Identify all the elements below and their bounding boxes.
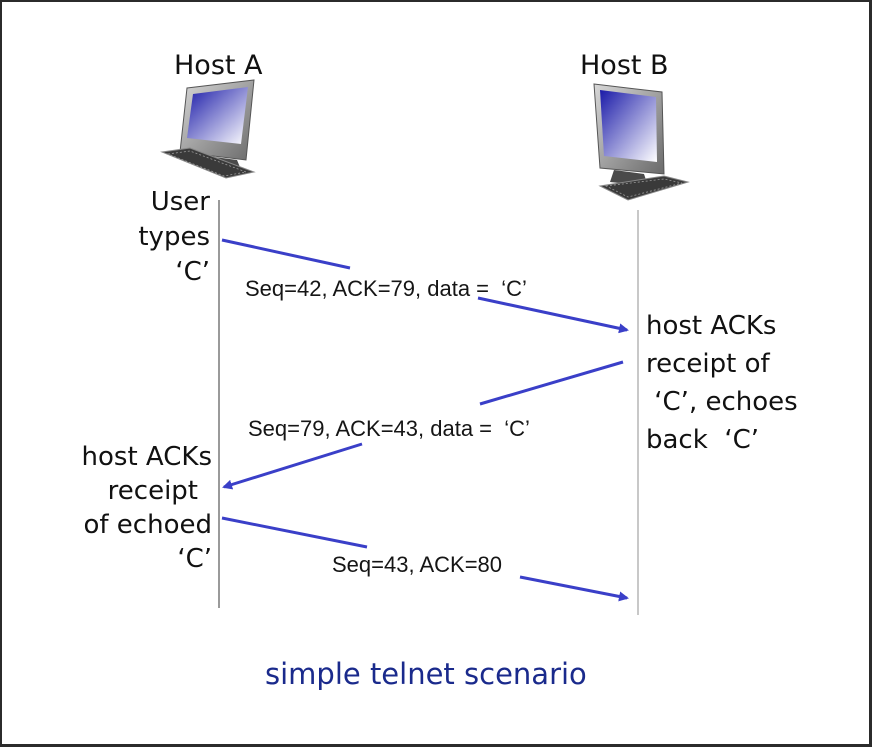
note-line: types — [138, 222, 210, 252]
note-line: host ACKs — [646, 311, 777, 341]
host-b-label: Host B — [580, 50, 669, 81]
note-line: User — [150, 187, 210, 217]
message-label-1: Seq=42, ACK=79, data = ‘C’ — [245, 276, 527, 301]
host-a-note-user-types: User types ‘C’ — [138, 185, 210, 290]
message-label-3: Seq=43, ACK=80 — [332, 552, 503, 577]
note-line: receipt — [107, 476, 198, 506]
message-arrow-1 — [221, 238, 629, 334]
host-a-label: Host A — [174, 50, 263, 81]
diagram-caption: simple telnet scenario — [265, 657, 587, 691]
note-line: ‘C’ — [175, 257, 210, 287]
host-a-note-acks-echoed: host ACKs receipt of echoed ‘C’ — [82, 440, 212, 576]
message-arrow-2 — [222, 360, 624, 490]
host-b-computer-icon — [593, 83, 690, 201]
note-line: of echoed — [83, 510, 212, 540]
note-line: ‘C’ — [177, 544, 212, 574]
message-label-2: Seq=79, ACK=43, data = ‘C’ — [248, 416, 530, 441]
message-arrow-3 — [221, 516, 629, 602]
note-line: back ‘C’ — [646, 425, 760, 455]
note-line: receipt of — [646, 349, 770, 379]
host-b-note-acks-echoes: host ACKs receipt of ‘C’, echoes back ‘C… — [646, 307, 798, 459]
host-a-computer-icon — [160, 79, 256, 179]
note-line: ‘C’, echoes — [646, 387, 798, 417]
note-line: host ACKs — [81, 442, 212, 472]
